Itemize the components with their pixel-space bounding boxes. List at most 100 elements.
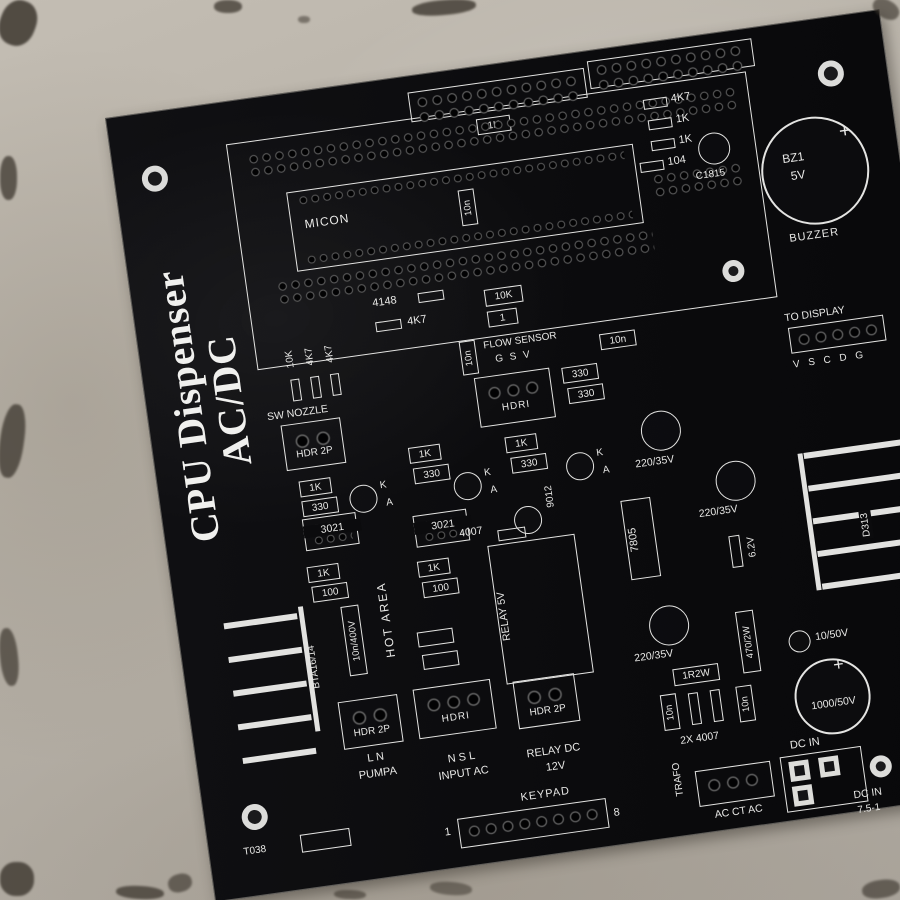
d313-heatsink-fin-0: [803, 435, 900, 459]
stain-speck-8: [115, 884, 165, 900]
label-5v: 5V: [789, 167, 807, 184]
stain-speck-9: [166, 871, 194, 895]
bta-heatsink-fin-3: [237, 714, 312, 731]
stain-speck-10: [333, 889, 367, 900]
label-dc-in: DC IN: [789, 735, 821, 752]
boxed-1k-label: 1K: [308, 481, 323, 494]
label-104: 104: [666, 153, 687, 169]
label-a: A: [489, 484, 498, 496]
boxed-330: 330: [561, 362, 600, 384]
boxed-1k-label: 1K: [514, 436, 529, 450]
boxed-10n-label: 10n: [608, 333, 627, 347]
label-4k7: 4K7: [303, 346, 317, 367]
boxed-1k-label: 1K: [418, 447, 432, 461]
cap-10n-bridge-1-label: 10n: [663, 703, 677, 721]
label-4007: 4007: [458, 524, 484, 540]
boxed-1-label: 1: [499, 311, 507, 324]
boxed-1k-label: 1K: [426, 561, 441, 574]
transistor-ka-3: [564, 450, 596, 483]
boxed-10n: 10n: [598, 329, 637, 351]
label-buzzer: BUZZER: [788, 226, 840, 245]
buzzer-outline: [754, 109, 877, 232]
stain-speck-6: [0, 627, 21, 687]
label-4k7: 4K7: [670, 90, 692, 106]
keypad-pin-1: 1: [443, 825, 452, 839]
label-4k7: 4K7: [322, 344, 337, 364]
cap-10n-flow-label: 10n: [462, 349, 476, 367]
box: [310, 375, 323, 399]
label-trafo: TRAFO: [670, 761, 687, 797]
box: [421, 650, 460, 670]
pcb-board: CPU Dispenser AC/DC 1KMICON10n41484K710K…: [105, 9, 900, 900]
stain-speck-0: [0, 0, 43, 51]
label-9012: 9012: [542, 484, 557, 509]
cap-10n-bridge-1: 10n: [659, 693, 681, 732]
t038-box: [299, 827, 352, 853]
label-4k7: 4K7: [406, 313, 428, 328]
label-k: K: [595, 446, 604, 459]
res-470-2w: 470/2W: [734, 609, 762, 674]
boxed-1k: 1K: [416, 557, 451, 578]
res-470-2w-label: 470/2W: [740, 624, 756, 659]
label-1k: 1K: [674, 111, 690, 126]
stain-speck-12: [860, 877, 900, 900]
cap-10n-flow: 10n: [458, 339, 480, 376]
label-220-35v: 220/35V: [698, 502, 739, 521]
label-hot-area: HOT AREA: [373, 580, 399, 659]
boxed-330-label: 330: [520, 456, 539, 470]
label-7-5-1: 7.5-1: [856, 801, 882, 816]
boxed-100: 100: [421, 577, 460, 599]
boxed-330: 330: [412, 463, 451, 485]
box: [290, 378, 303, 402]
boxed-1k: 1K: [298, 477, 333, 498]
bta-heatsink-fin-1: [228, 646, 303, 664]
boxed-330-label: 330: [422, 467, 441, 481]
boxed-1k: 1K: [407, 443, 442, 464]
boxed-10k-label: 10K: [494, 289, 514, 303]
cap-10n-400v-label: 10n/400V: [345, 619, 363, 662]
boxed-1r2w: 1R2W: [672, 663, 721, 687]
box: [329, 372, 342, 396]
d313-heatsink-fin-2: [812, 501, 900, 525]
stain-speck-2: [411, 0, 477, 18]
label-v-s-c-d-g: V S C D G: [792, 349, 867, 371]
cap-220-35v-1: [638, 408, 684, 454]
cap-10n-micon-label: 10n: [461, 198, 475, 216]
cap-10n-bridge-2: 10n: [735, 684, 757, 723]
label-220-35v: 220/35V: [633, 647, 674, 665]
label-dc-in: DC IN: [852, 785, 883, 802]
label-g-s-v: G S V: [494, 348, 533, 365]
box: [687, 692, 703, 726]
stain-speck-7: [0, 862, 34, 896]
stain-speck-11: [429, 880, 473, 897]
d313-heatsink-fin-4: [821, 566, 900, 590]
bta-heatsink-fin-2: [232, 680, 308, 697]
reg-7805-body: [620, 496, 662, 581]
transistor-ka-1: [347, 482, 380, 515]
box: [416, 627, 455, 648]
boxed-100-label: 100: [431, 581, 450, 595]
label-10k: 10K: [283, 349, 297, 369]
label-1k: 1K: [677, 132, 693, 147]
label-2x-4007: 2X 4007: [679, 729, 720, 747]
label-a: A: [602, 464, 611, 477]
dc-in-pad-3: [791, 784, 815, 807]
d313-heatsink-fin-3: [817, 533, 900, 558]
stain-speck-3: [298, 16, 310, 23]
cap-10n-bridge-2-label: 10n: [739, 694, 753, 713]
diode-4007-body: [497, 526, 527, 542]
d313-heatsink-fin-1: [808, 468, 900, 492]
label-10-50v: 10/50V: [814, 626, 849, 644]
keypad-pin-8: 8: [612, 806, 621, 819]
bta-heatsink-fin-0: [223, 613, 298, 630]
label-t038: T038: [242, 843, 267, 858]
mount-hole-top-right: [816, 58, 846, 89]
transistor-ka-2: [451, 470, 484, 502]
pad-ring-dc-in: [868, 753, 894, 779]
dc-in-pad-2: [818, 755, 841, 778]
cap-10-50v: [787, 628, 813, 654]
mount-hole-bottom-left: [240, 802, 270, 832]
label-220-35v: 220/35V: [634, 453, 675, 471]
boxed-1k-label: 1K: [316, 566, 331, 580]
